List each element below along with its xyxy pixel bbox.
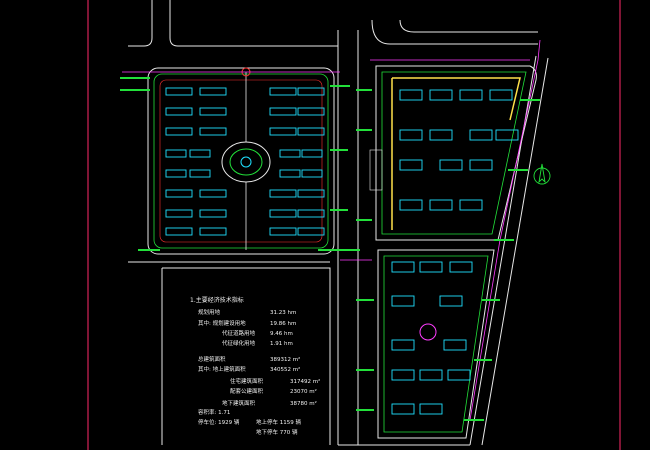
building-footprint (439, 295, 463, 307)
building-footprint (297, 127, 325, 136)
building-footprint (449, 261, 473, 273)
building-footprint (459, 89, 483, 101)
table-row-label: 容积率: 1.71 (198, 408, 230, 416)
building-footprint (419, 369, 443, 381)
table-row-label: 规划用地 (198, 308, 221, 316)
utility-lines (122, 39, 541, 421)
table-row-label: 总建筑面积 (198, 355, 226, 363)
table-row-value: 地上停车 1159 辆 (256, 418, 301, 426)
right-residential-block-lower (377, 249, 495, 439)
north-arrow-icon (533, 163, 551, 185)
table-row-value: 317492 m² (290, 378, 320, 385)
building-footprint (189, 169, 211, 178)
table-row-value: 389312 m² (270, 356, 300, 363)
building-footprint (297, 87, 325, 96)
roundabout-plaza-icon (240, 156, 252, 168)
building-footprint (301, 169, 323, 178)
building-footprint (489, 89, 513, 101)
building-footprint (391, 295, 415, 307)
building-footprint (429, 199, 453, 211)
building-footprint (447, 369, 471, 381)
building-footprint (469, 129, 493, 141)
building-footprint (301, 149, 323, 158)
roads (128, 0, 549, 446)
table-row-value: 19.86 hm (270, 321, 296, 327)
table-row-label: 其中: 规划建设用地 (198, 319, 246, 327)
building-footprint (399, 129, 423, 141)
building-footprint (199, 87, 227, 96)
right-residential-block-upper (369, 65, 537, 241)
table-title: 1.主要经济技术指标 (190, 296, 244, 304)
building-footprint (399, 89, 423, 101)
building-footprint (269, 107, 297, 116)
table-row-value: 1.91 hm (270, 341, 293, 347)
street-trees (340, 89, 540, 421)
building-footprint (399, 159, 423, 171)
table-row-value: 9.46 hm (270, 331, 293, 337)
building-footprint (199, 107, 227, 116)
building-footprint (297, 107, 325, 116)
building-footprint (165, 209, 193, 218)
building-footprint (269, 189, 297, 198)
building-footprint (165, 87, 193, 96)
building-footprint (189, 149, 211, 158)
building-footprint (429, 129, 453, 141)
building-footprint (269, 87, 297, 96)
building-footprint (165, 149, 187, 158)
building-footprint (165, 189, 193, 198)
building-footprint (269, 127, 297, 136)
building-footprint (279, 149, 301, 158)
building-footprint (439, 159, 463, 171)
building-footprint (199, 127, 227, 136)
building-footprint (199, 227, 227, 236)
building-footprint (165, 227, 193, 236)
table-row-label: 其中: 地上建筑面积 (198, 365, 246, 373)
table-row-label: 代征绿化用地 (222, 339, 256, 347)
building-footprint (469, 159, 493, 171)
table-row-label: 配套公建面积 (230, 387, 264, 395)
building-footprint (297, 209, 325, 218)
table-row-label: 地下建筑面积 (222, 399, 256, 407)
building-footprint (429, 89, 453, 101)
building-footprint (399, 199, 423, 211)
building-footprint (391, 261, 415, 273)
building-footprint (443, 339, 467, 351)
building-footprint (165, 127, 193, 136)
building-footprint (391, 403, 415, 415)
table-row-value: 38780 m² (290, 400, 317, 407)
drawing-frame (87, 0, 621, 450)
left-residential-block (120, 67, 350, 255)
building-footprint (419, 261, 443, 273)
table-row-label: 停车位: 1929 辆 (198, 418, 240, 426)
building-footprint (459, 199, 483, 211)
building-footprint (297, 189, 325, 198)
building-footprint (269, 227, 297, 236)
table-row-label: 代征道路用地 (222, 329, 256, 337)
building-footprint (391, 369, 415, 381)
building-footprint (165, 107, 193, 116)
table-row-value: 340552 m² (270, 366, 300, 373)
building-footprint (199, 189, 227, 198)
table-row-value: 23070 m² (290, 388, 317, 395)
table-row-value: 地下停车 770 辆 (256, 428, 298, 436)
building-footprint (391, 339, 415, 351)
building-footprint (419, 403, 443, 415)
building-footprint (269, 209, 297, 218)
table-row-value: 31.23 hm (270, 310, 296, 316)
building-footprint (165, 169, 187, 178)
building-footprint (495, 129, 519, 141)
building-footprint (199, 209, 227, 218)
building-footprint (297, 227, 325, 236)
table-row-label: 住宅建筑面积 (230, 377, 264, 385)
building-footprint (279, 169, 301, 178)
